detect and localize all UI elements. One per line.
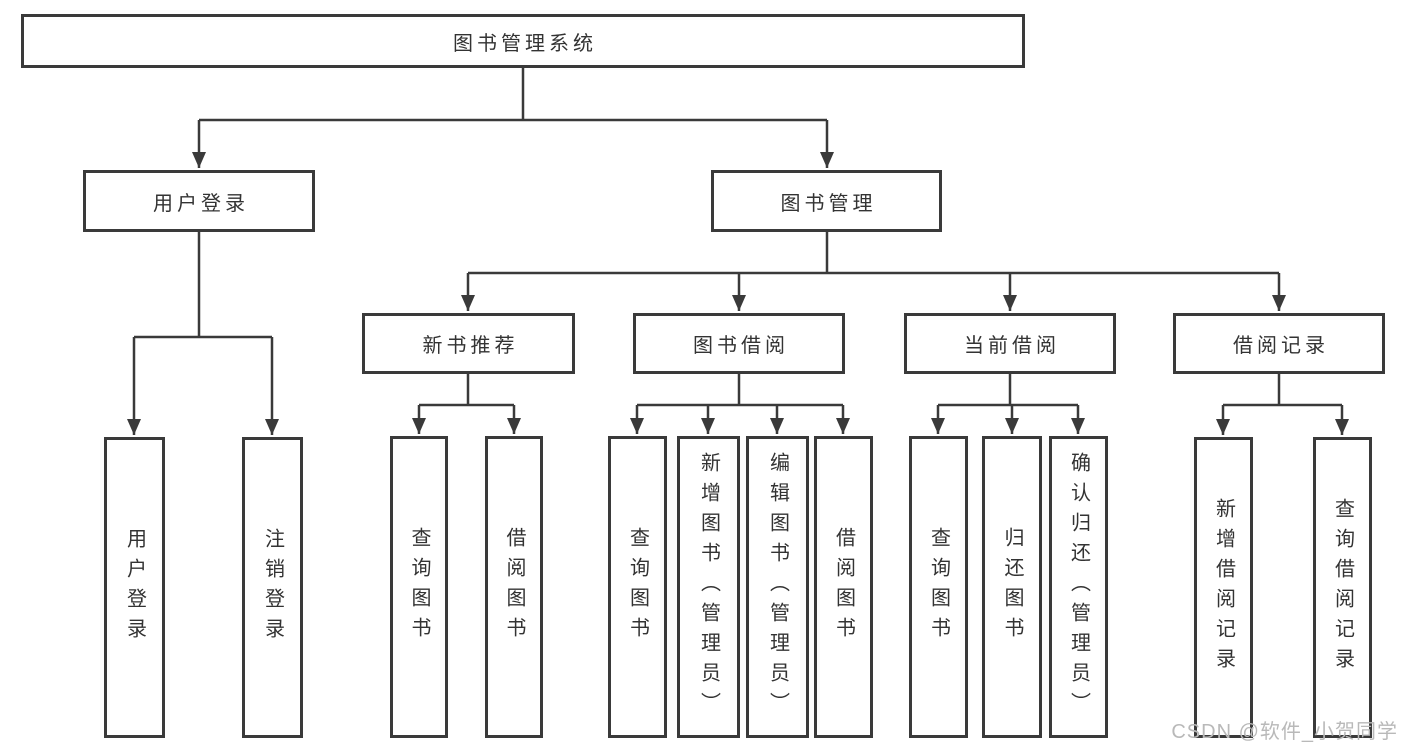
node-leaf-edit-book: 编辑图书（管理员） <box>746 436 809 738</box>
node-leaf-return-book: 归还图书 <box>982 436 1042 738</box>
node-book-borrow: 图书借阅 <box>633 313 845 374</box>
node-current-borrow: 当前借阅 <box>904 313 1116 374</box>
node-leaf-confirm-return: 确认归还（管理员） <box>1049 436 1108 738</box>
node-root: 图书管理系统 <box>21 14 1025 68</box>
node-leaf-query-book-2: 查询图书 <box>608 436 667 738</box>
node-leaf-add-book: 新增图书（管理员） <box>677 436 740 738</box>
node-user-login: 用户登录 <box>83 170 315 232</box>
node-leaf-query-record: 查询借阅记录 <box>1313 437 1372 738</box>
node-leaf-query-book-1: 查询图书 <box>390 436 448 738</box>
node-leaf-user-login: 用户登录 <box>104 437 165 738</box>
node-leaf-logout: 注销登录 <box>242 437 303 738</box>
node-leaf-add-record: 新增借阅记录 <box>1194 437 1253 738</box>
node-book-mgmt: 图书管理 <box>711 170 942 232</box>
node-leaf-borrow-book-2: 借阅图书 <box>814 436 873 738</box>
node-leaf-borrow-book-1: 借阅图书 <box>485 436 543 738</box>
csdn-watermark: CSDN @软件_小贺同学 <box>1171 721 1398 743</box>
node-leaf-query-book-3: 查询图书 <box>909 436 968 738</box>
node-borrow-records: 借阅记录 <box>1173 313 1385 374</box>
node-new-book-rec: 新书推荐 <box>362 313 575 374</box>
